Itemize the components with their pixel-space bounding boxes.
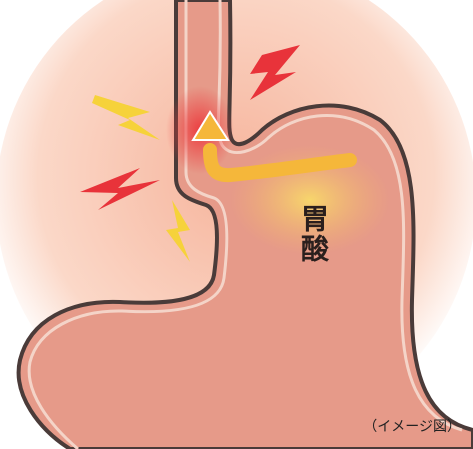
gastric-acid-label: 胃酸 (296, 204, 330, 264)
image-caption: （イメージ図） (363, 416, 461, 436)
